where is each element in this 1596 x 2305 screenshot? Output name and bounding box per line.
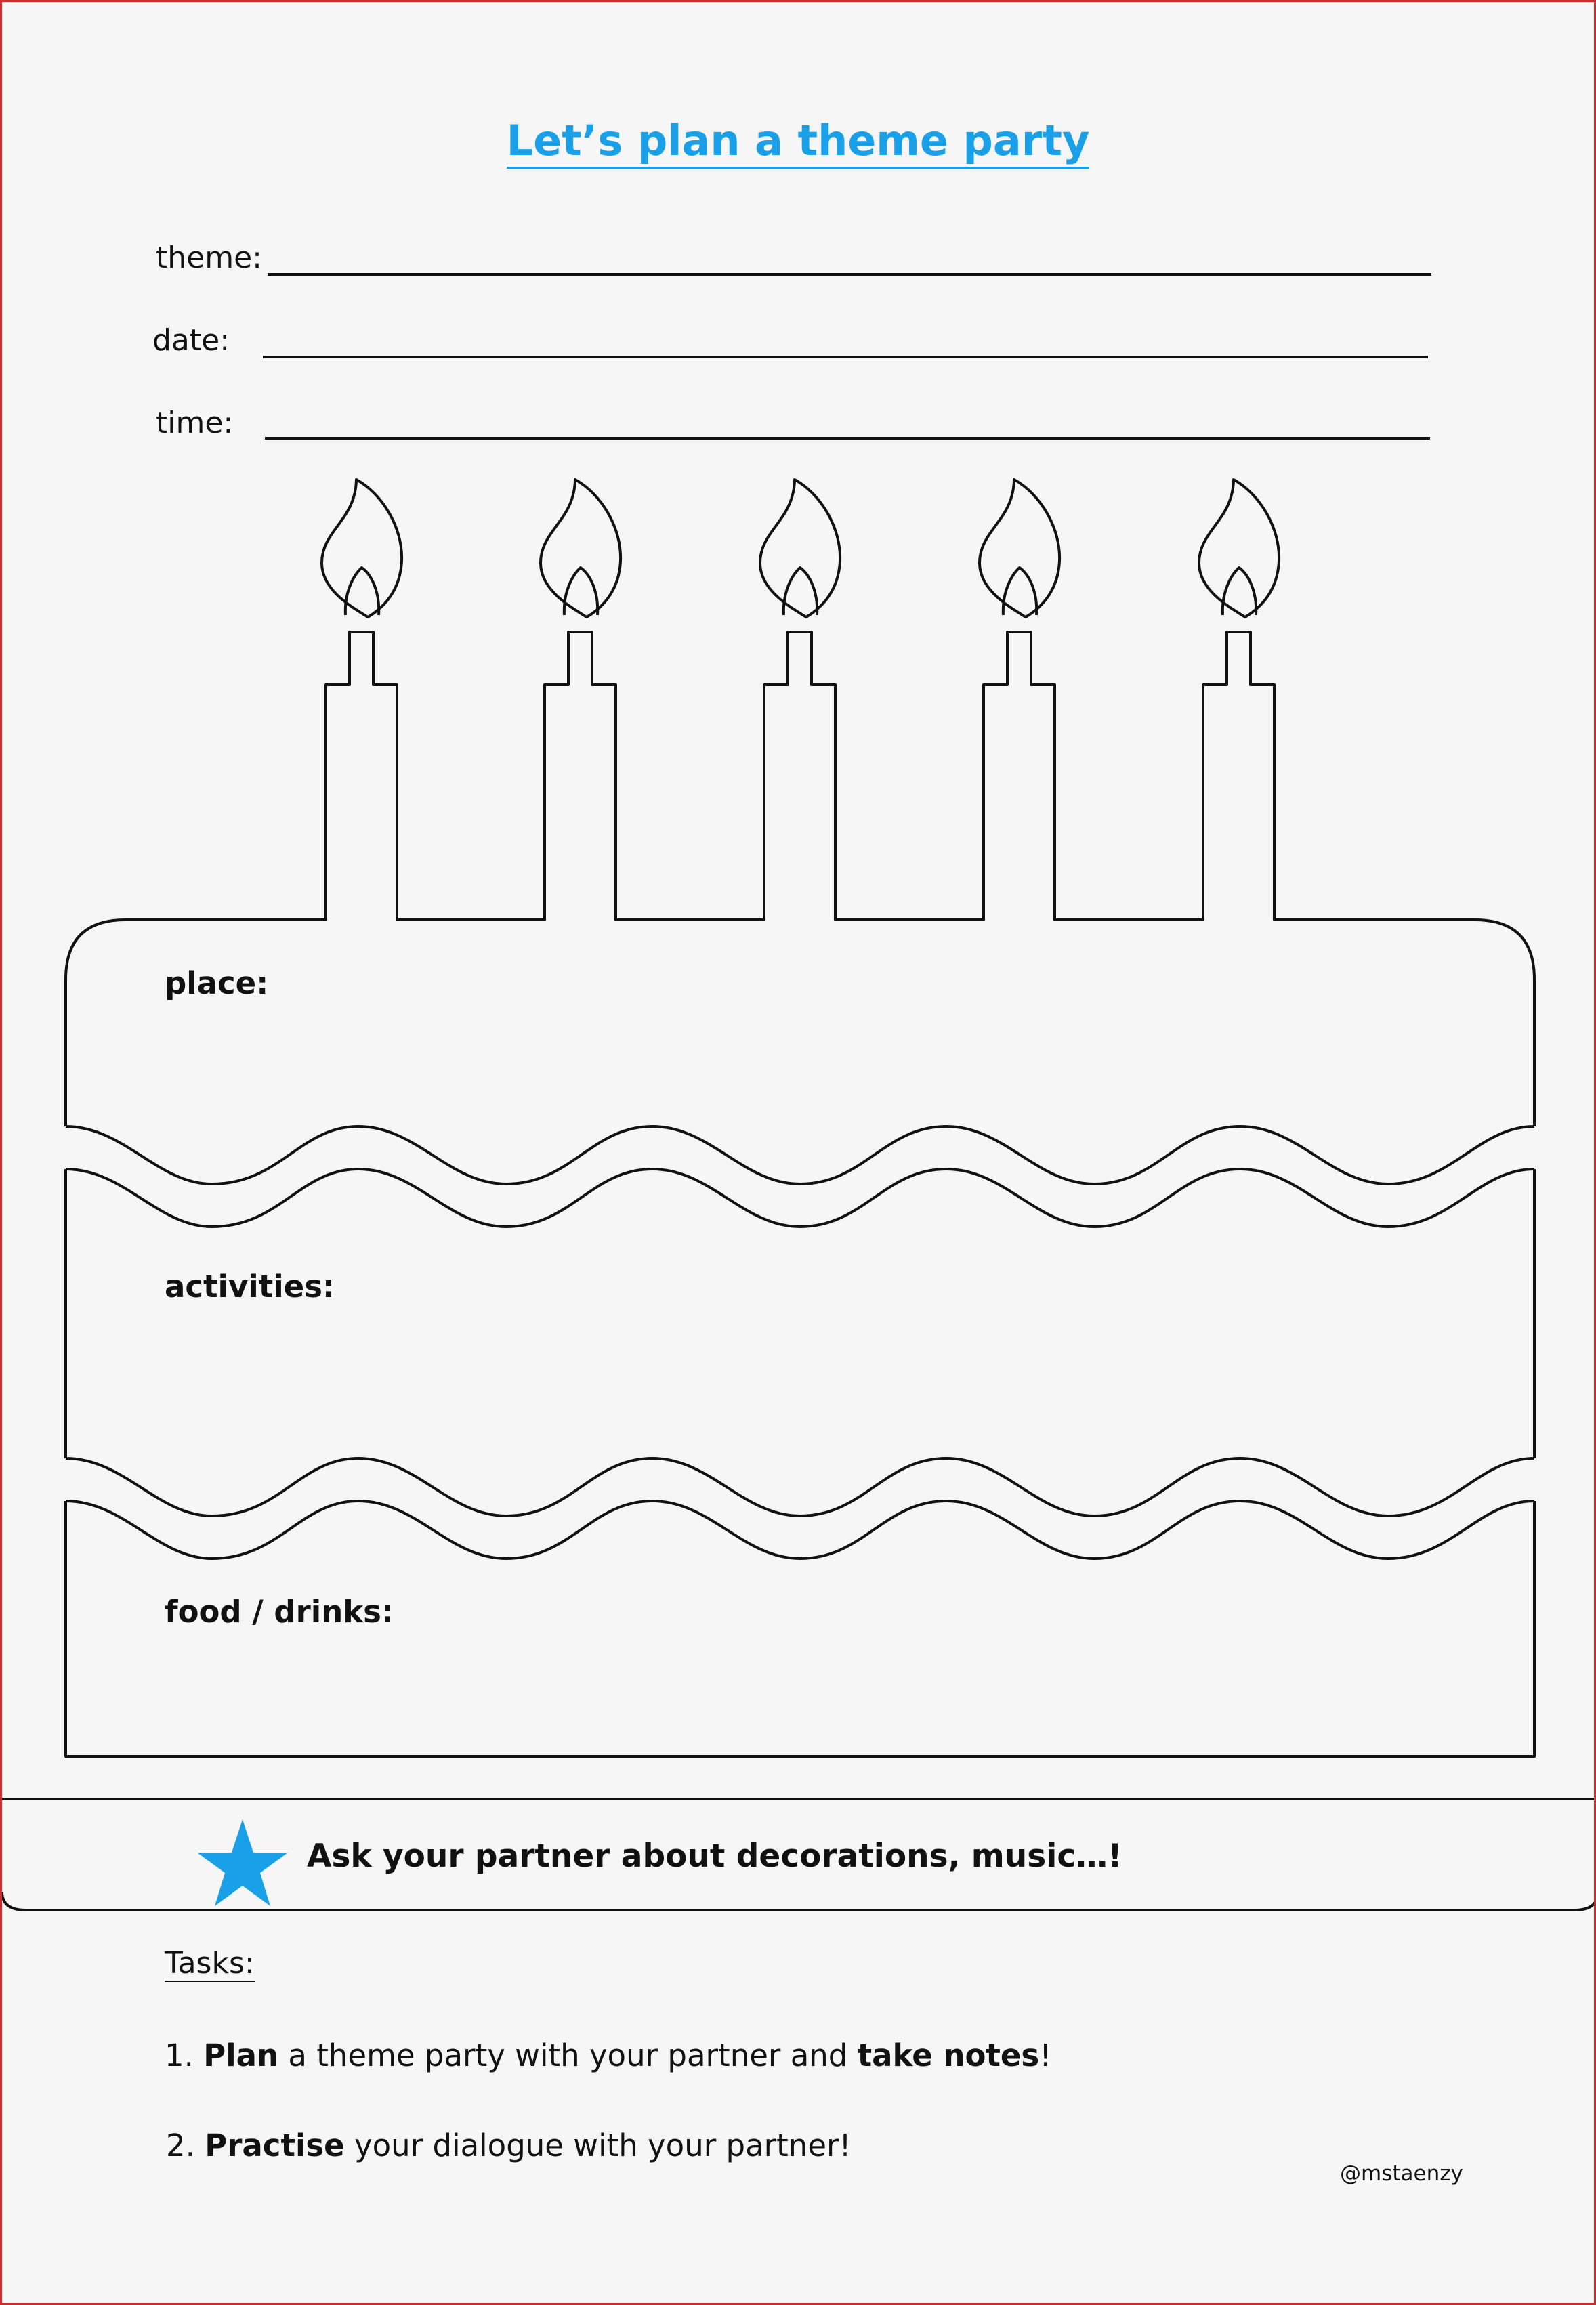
frosting-wave-1-bottom bbox=[65, 1168, 1535, 1228]
task-item-2: 2. Practise your dialogue with your part… bbox=[166, 2128, 852, 2163]
place-label: place: bbox=[165, 965, 269, 1001]
food-drinks-label: food / drinks: bbox=[165, 1594, 394, 1630]
theme-input-line[interactable] bbox=[268, 273, 1431, 276]
frosting-wave-2-top bbox=[65, 1457, 1535, 1517]
cake-bottom-tier bbox=[64, 1501, 1536, 1758]
task-item-1: 1. Plan a theme party with your partner … bbox=[165, 2037, 1052, 2073]
candle-flame-5 bbox=[1198, 478, 1281, 618]
date-label: date: bbox=[152, 323, 230, 358]
star-icon bbox=[197, 1819, 288, 1906]
activities-label: activities: bbox=[165, 1269, 335, 1305]
frosting-wave-2-bottom bbox=[65, 1500, 1535, 1560]
candle-flame-2 bbox=[539, 478, 623, 618]
candle-flame-3 bbox=[759, 478, 842, 618]
date-input-line[interactable] bbox=[263, 356, 1428, 358]
banner-band bbox=[2, 1798, 1594, 1911]
tasks-heading: Tasks: bbox=[165, 1946, 255, 1982]
partner-prompt: Ask your partner about decorations, musi… bbox=[307, 1838, 1122, 1875]
time-label: time: bbox=[156, 406, 234, 440]
candle-flame-4 bbox=[978, 478, 1062, 618]
theme-label: theme: bbox=[156, 240, 262, 275]
author-credit: @mstaenzy bbox=[1340, 2161, 1463, 2186]
page-title: Let’s plan a theme party bbox=[2, 116, 1594, 169]
cake-top-tier bbox=[64, 631, 1536, 1126]
frosting-wave-1-top bbox=[65, 1125, 1535, 1185]
candle-flame-1 bbox=[320, 478, 404, 618]
time-input-line[interactable] bbox=[265, 437, 1430, 440]
